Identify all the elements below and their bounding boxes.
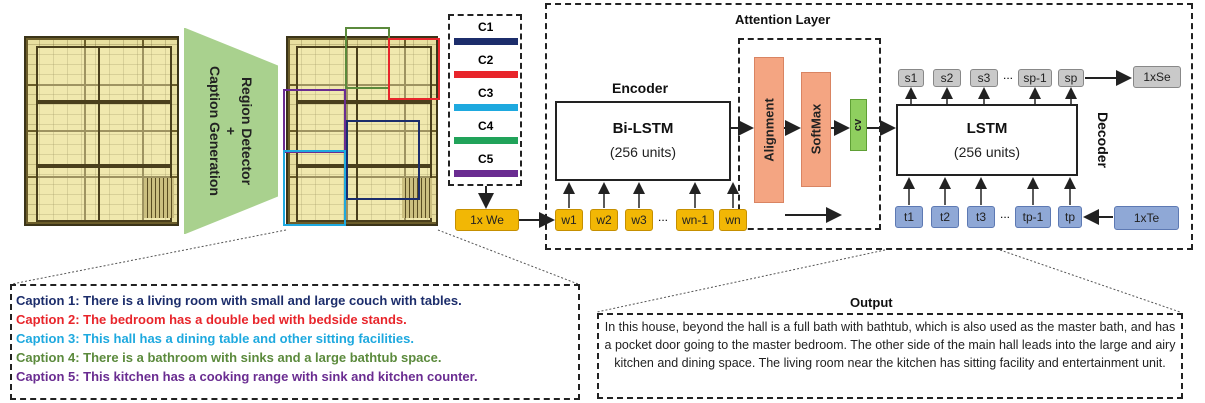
output-token-p-1: sp-1 bbox=[1018, 69, 1052, 87]
caption-1: Caption 1: There is a living room with s… bbox=[16, 293, 462, 308]
target-token-2: t2 bbox=[931, 206, 959, 228]
region-detector-block bbox=[184, 28, 278, 234]
c-bar-4 bbox=[454, 137, 518, 144]
word-ellipsis: ... bbox=[658, 210, 669, 224]
output-ellipsis: ... bbox=[1003, 68, 1014, 82]
floor-plan-input bbox=[24, 36, 179, 226]
softmax-block bbox=[801, 72, 831, 187]
attention-layer-title: Attention Layer bbox=[735, 12, 831, 27]
context-vectors-panel bbox=[448, 14, 522, 186]
decoder-units: (256 units) bbox=[953, 144, 1021, 160]
c-bar-3 bbox=[454, 104, 518, 111]
encoder-block bbox=[555, 101, 731, 181]
caption-2: Caption 2: The bedroom has a double bed … bbox=[16, 312, 407, 327]
c-label-1: C1 bbox=[478, 20, 494, 34]
caption-5: Caption 5: This kitchen has a cooking ra… bbox=[16, 369, 478, 384]
cv-block bbox=[850, 99, 867, 151]
caption-4: Caption 4: There is a bathroom with sink… bbox=[16, 350, 442, 365]
word-token-1: w1 bbox=[555, 209, 583, 231]
input-size-box: 1x We bbox=[455, 209, 519, 231]
word-token-2: w2 bbox=[590, 209, 618, 231]
output-token-2: s2 bbox=[933, 69, 961, 87]
floor-plan-detected bbox=[286, 36, 438, 226]
output-title: Output bbox=[850, 295, 893, 310]
output-token-1: s1 bbox=[898, 69, 924, 87]
caption-3: Caption 3: This hall has a dining table … bbox=[16, 331, 414, 346]
region-box-living bbox=[346, 120, 420, 200]
attention-layer-frame bbox=[545, 3, 1193, 250]
decoder-block bbox=[896, 104, 1078, 176]
output-token-p: sp bbox=[1058, 69, 1084, 87]
captions-panel bbox=[10, 284, 580, 400]
output-size-box: 1xSe bbox=[1133, 66, 1181, 88]
word-token-3: w3 bbox=[625, 209, 653, 231]
encoder-title: Encoder bbox=[612, 80, 669, 96]
region-box-hall bbox=[283, 150, 346, 226]
c-bar-2 bbox=[454, 71, 518, 78]
encoder-model: Bi-LSTM bbox=[612, 120, 674, 137]
target-size-box: 1xTe bbox=[1114, 206, 1179, 230]
captions-list: Caption 1: There is a living room with s… bbox=[16, 291, 478, 386]
encoder-units: (256 units) bbox=[609, 144, 677, 160]
word-token-n: wn bbox=[719, 209, 747, 231]
c-label-5: C5 bbox=[478, 152, 494, 166]
target-token-1: t1 bbox=[895, 206, 923, 228]
c-bar-5 bbox=[454, 170, 518, 177]
target-ellipsis: ... bbox=[1000, 207, 1011, 221]
region-box-bedroom bbox=[388, 38, 440, 100]
decoder-model: LSTM bbox=[966, 120, 1008, 137]
output-panel bbox=[597, 313, 1183, 399]
c-bar-1 bbox=[454, 38, 518, 45]
region-box-kitchen bbox=[283, 89, 346, 153]
target-token-3: t3 bbox=[967, 206, 995, 228]
target-token-p-1: tp-1 bbox=[1015, 206, 1051, 228]
c-label-3: C3 bbox=[478, 86, 494, 100]
target-token-p: tp bbox=[1058, 206, 1082, 228]
c-label-4: C4 bbox=[478, 119, 494, 133]
output-token-3: s3 bbox=[970, 69, 998, 87]
c-label-2: C2 bbox=[478, 53, 494, 67]
word-token-n-1: wn-1 bbox=[676, 209, 714, 231]
alignment-block bbox=[754, 57, 784, 203]
output-text: In this house, beyond the hall is a full… bbox=[604, 320, 1176, 370]
